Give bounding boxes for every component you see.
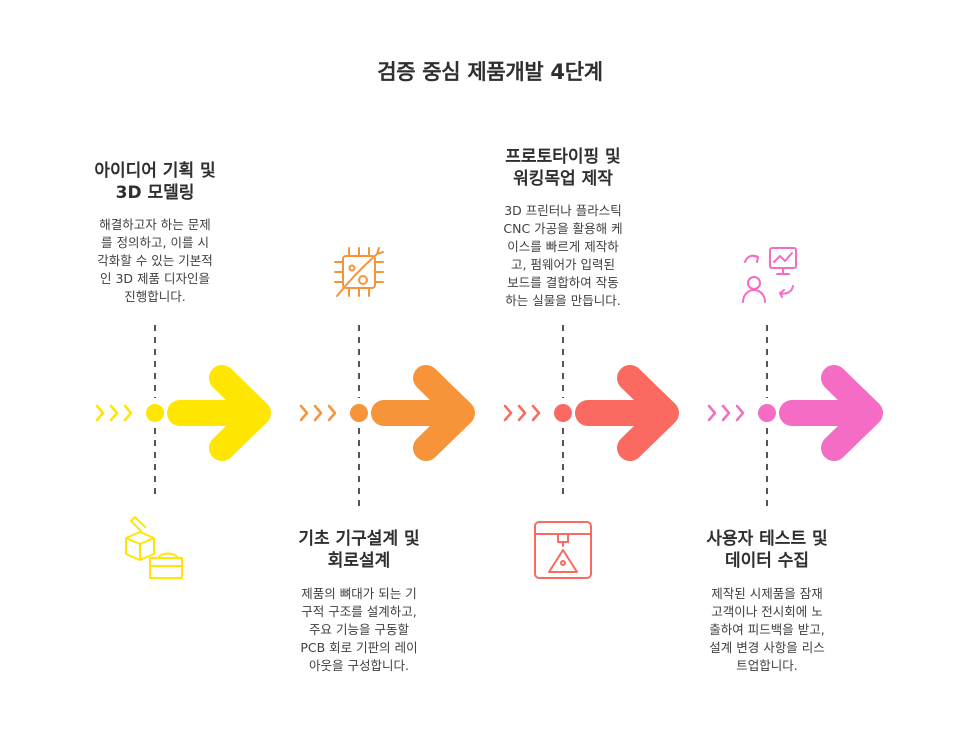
stage-3-description: 3D 프린터나 플라스틱 CNC 가공을 활용해 케 이스를 빠르게 제작하 고… [503, 203, 623, 308]
stage-3-node [554, 404, 572, 422]
stage-2-flow [299, 325, 475, 510]
user-presentation-icon [742, 247, 797, 303]
stage-4-arrow-icon [779, 365, 883, 461]
stage-1-chevrons-icon [95, 404, 133, 422]
stage-1-flow [95, 325, 271, 500]
page-title: 검증 중심 제품개발 4단계 [377, 60, 603, 84]
3d-printer-icon [534, 521, 592, 579]
stage-1-description: 해결하고자 하는 문제 를 정의하고, 이를 시 각화할 수 있는 기본적 인 … [97, 217, 213, 304]
stage-4-flow [707, 325, 883, 510]
stage-4-chevrons-icon [707, 404, 745, 422]
stage-3-chevrons-icon [503, 404, 541, 422]
stage-2-description: 제품의 뼈대가 되는 기 구적 구조를 설계하고, 주요 기능을 구동할 PCB… [300, 586, 418, 673]
stage-2-title: 기초 기구설계 및 회로설계 [298, 529, 420, 571]
stage-1-node [146, 404, 164, 422]
stage-3-flow [503, 325, 679, 500]
circuit-chip-icon [334, 247, 384, 297]
stage-2-chevrons-icon [299, 404, 337, 422]
stage-3-title: 프로토타이핑 및 워킹목업 제작 [505, 147, 621, 189]
stage-1-title: 아이디어 기획 및 3D 모델링 [94, 161, 216, 203]
stage-2-node [350, 404, 368, 422]
stage-1-arrow-icon [167, 365, 271, 461]
stage-4-description: 제작된 시제품을 잠재 고객이나 전시회에 노 출하여 피드백을 받고, 설계 … [709, 586, 825, 673]
stage-4-title: 사용자 테스트 및 데이터 수집 [706, 529, 828, 571]
stage-3-arrow-icon [575, 365, 679, 461]
stage-2-arrow-icon [371, 365, 475, 461]
package-cube-icon [125, 516, 183, 579]
stage-4-node [758, 404, 776, 422]
